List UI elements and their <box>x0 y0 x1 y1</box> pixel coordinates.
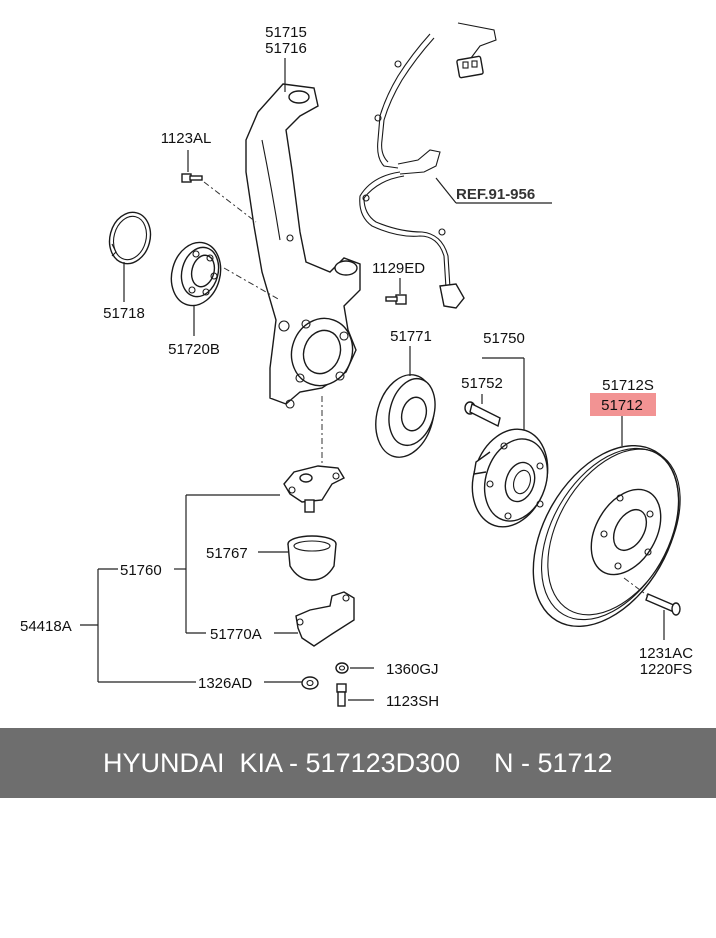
callout-1326AD: 1326AD <box>198 675 252 692</box>
dust-boot-51767 <box>287 535 337 581</box>
steering-knuckle <box>245 83 361 409</box>
callout-1220FS: 1220FS <box>640 661 693 678</box>
wheel-bolt-51752 <box>464 401 501 428</box>
callout-51718: 51718 <box>103 305 145 322</box>
wheel-hub-51750 <box>471 428 549 528</box>
callout-51760: 51760 <box>120 562 162 579</box>
nut-1360GJ <box>335 662 349 674</box>
parts-diagram-page: 51715 51716 REF.91-956 1123AL 51718 <box>0 22 716 798</box>
callout-51770A: 51770A <box>210 626 262 643</box>
brake-disc-51712 <box>532 444 681 628</box>
callout-51716: 51716 <box>265 40 307 57</box>
exploded-parts-diagram: 51715 51716 REF.91-956 1123AL 51718 <box>20 22 693 710</box>
callout-51767: 51767 <box>206 545 248 562</box>
screw-1231AC <box>645 593 681 616</box>
heat-shield-51770A <box>295 591 355 647</box>
callout-1231AC: 1231AC <box>639 645 693 662</box>
callout-51715: 51715 <box>265 24 307 41</box>
highlight-51712 <box>590 393 656 416</box>
bearing-51720B <box>170 241 222 307</box>
bolt-1123SH <box>336 683 347 707</box>
footer-bar: HYUNDAI KIA - 517123D300 N - 51712 <box>0 728 716 798</box>
nut-1326AD <box>301 676 319 690</box>
callout-51712: 51712 <box>601 397 643 414</box>
bolt-1123AL <box>181 173 203 183</box>
footer-diagram-number: N - 51712 <box>494 748 613 778</box>
callout-1123AL: 1123AL <box>161 130 212 147</box>
callout-51720B: 51720B <box>168 341 220 358</box>
callout-51752: 51752 <box>461 375 503 392</box>
callout-51750: 51750 <box>483 330 525 347</box>
snap-ring-51718 <box>108 211 152 265</box>
callout-1360GJ: 1360GJ <box>386 661 439 678</box>
wheel-speed-sensor <box>359 22 497 309</box>
callout-54418A: 54418A <box>20 618 72 635</box>
bolt-1129ED <box>385 294 407 305</box>
callout-ref-91-956: REF.91-956 <box>456 186 535 203</box>
callout-51771: 51771 <box>390 328 432 345</box>
callout-1123SH: 1123SH <box>386 693 439 710</box>
callout-1129ED: 1129ED <box>372 260 425 277</box>
ball-joint-51760 <box>283 465 345 513</box>
footer-part-number: HYUNDAI KIA - 517123D300 <box>103 748 461 778</box>
dust-cover-51771 <box>375 374 436 458</box>
callout-51712S: 51712S <box>602 377 654 394</box>
